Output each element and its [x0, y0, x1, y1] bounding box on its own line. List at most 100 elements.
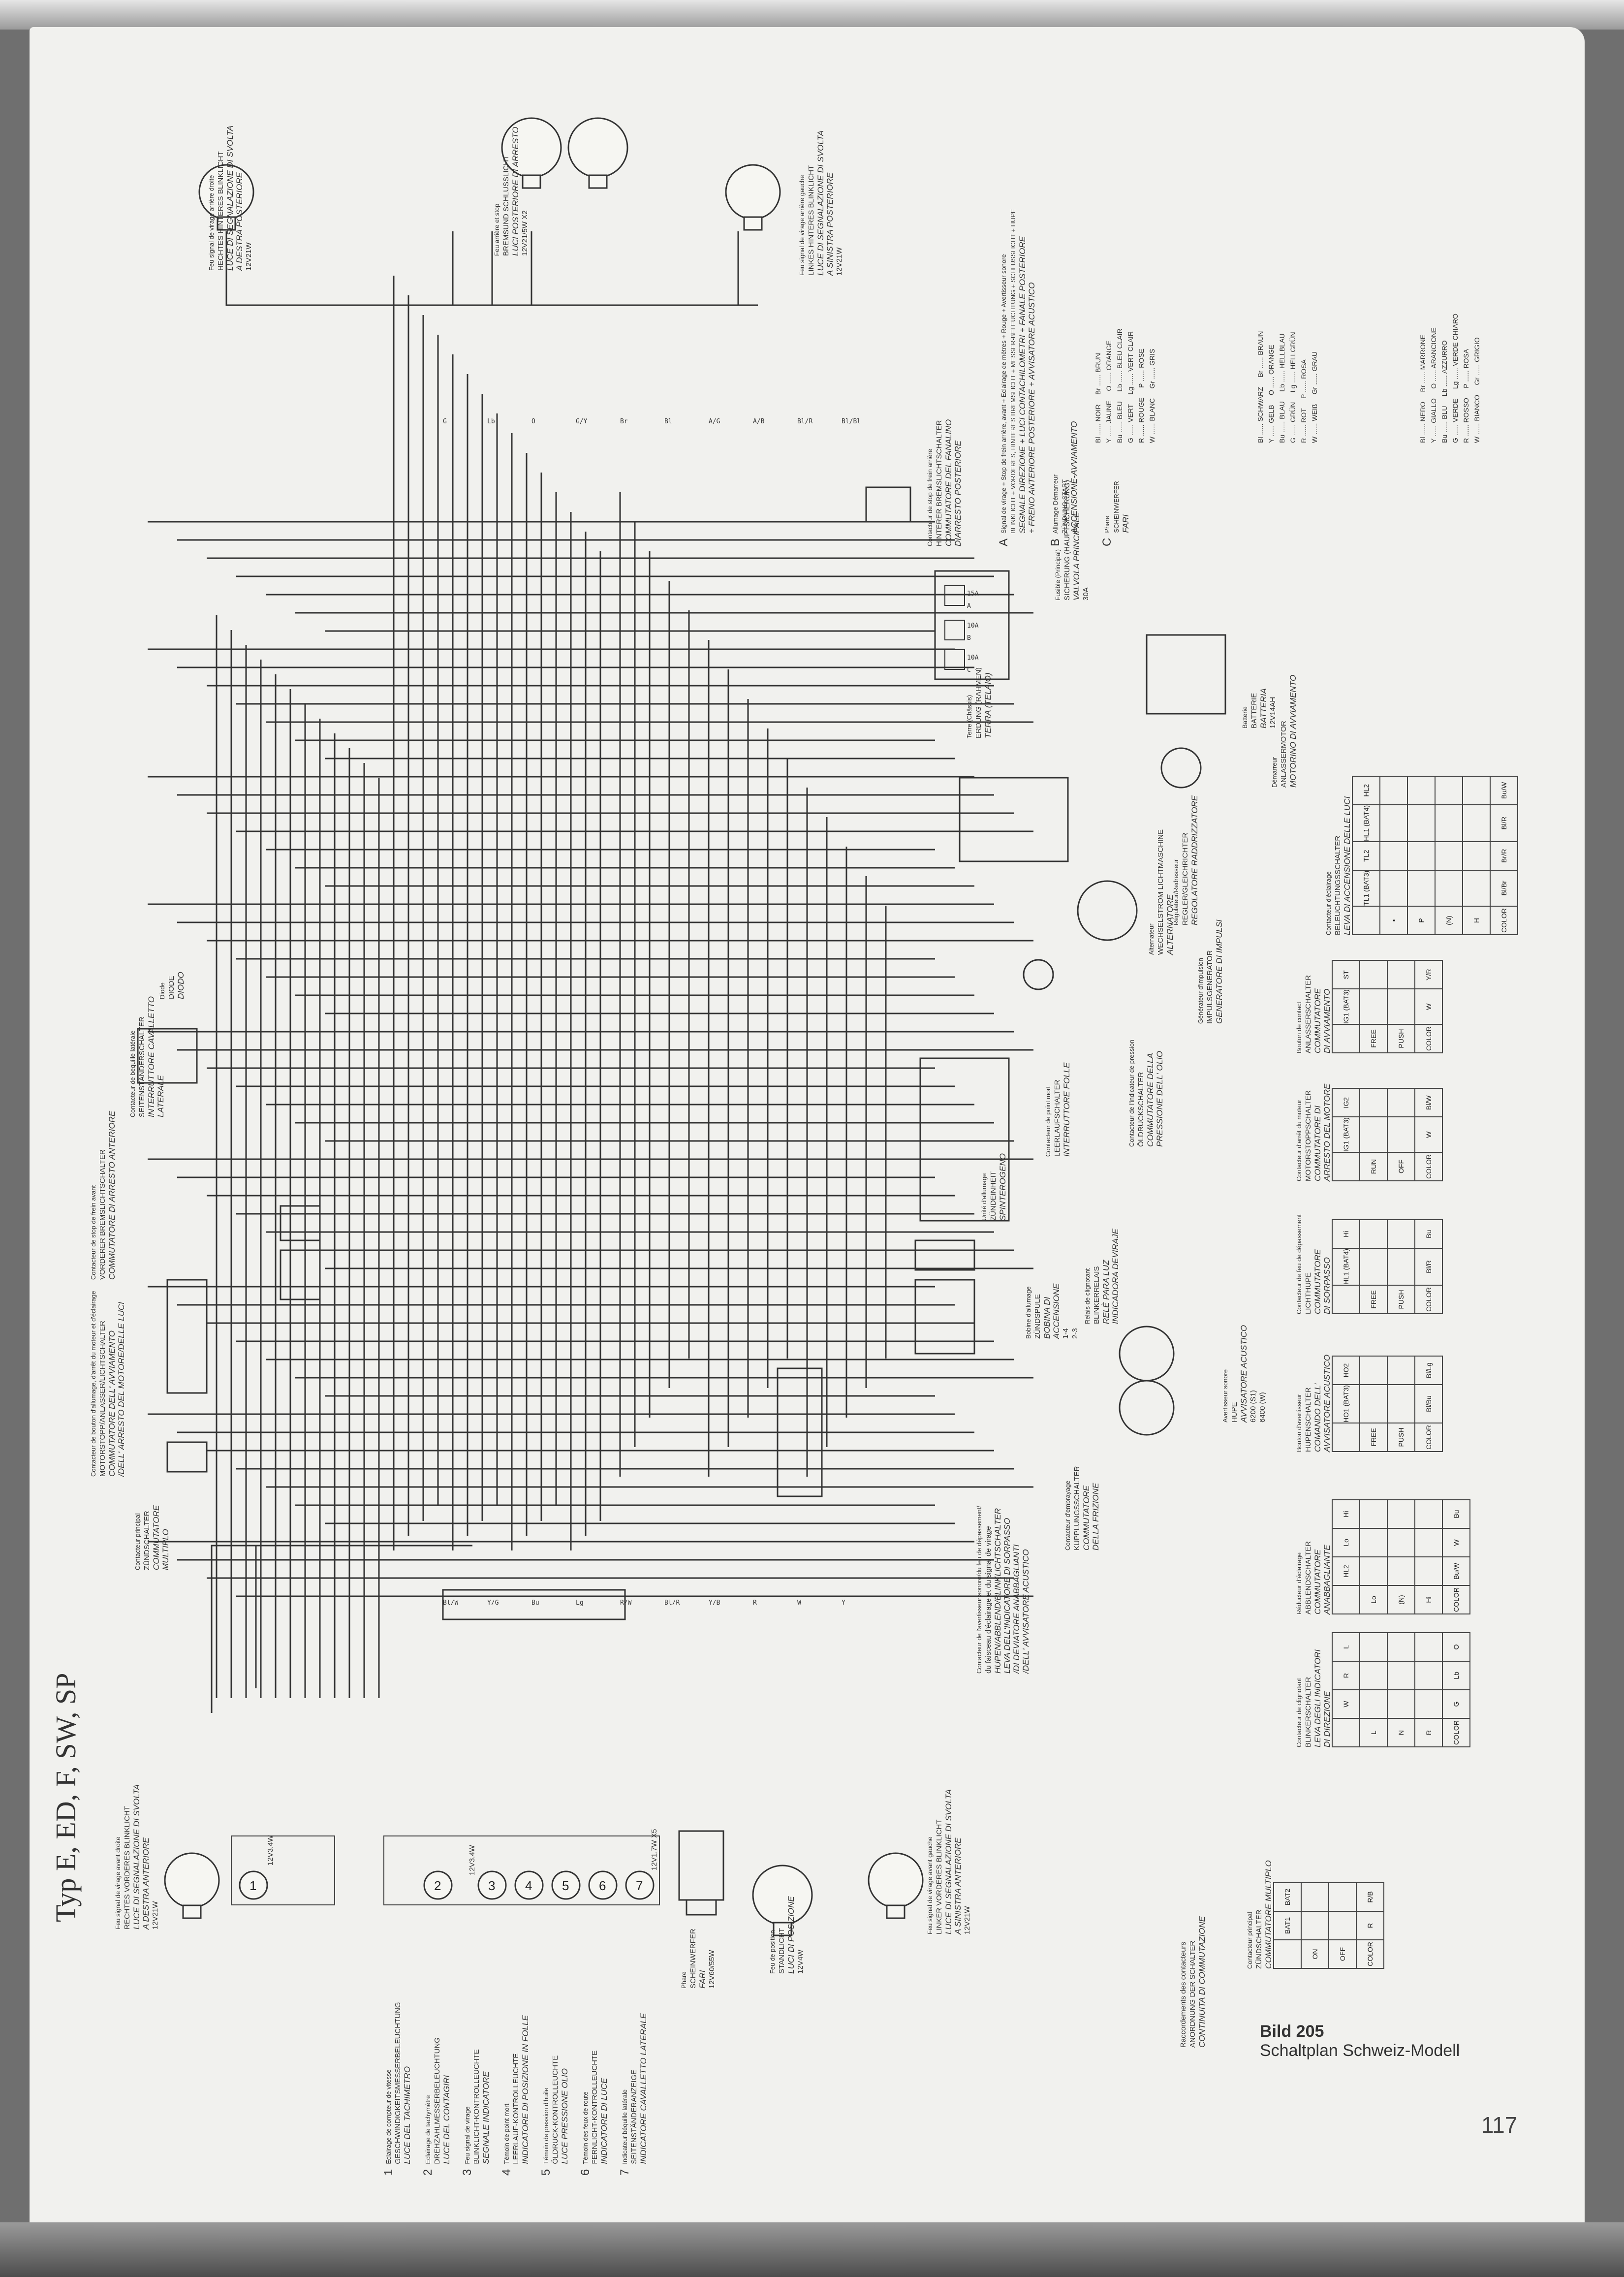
grid-header-cell: HO2: [1332, 1356, 1360, 1385]
switch-grid-row: L: [1360, 1633, 1387, 1747]
caption-line: Terre (Châssis): [966, 695, 973, 738]
bulb-rating: 12V21W: [245, 242, 253, 271]
caption-line: Contacteur d'embrayage: [1064, 1481, 1071, 1550]
front-left-turn-bulb-base: [886, 1904, 906, 1919]
legend-line: DREHZAHLMESSERBELEUCHTUNG: [433, 2037, 441, 2164]
switch-grid-row: (N): [1387, 1500, 1415, 1614]
title-line: BELEUCHTUNGSSCHALTER: [1334, 835, 1342, 935]
indicator-lamp-number: 1: [250, 1878, 256, 1893]
fuse-label: A: [967, 602, 971, 610]
title-line: COMMUTATORE MULTIPLO: [1264, 1860, 1273, 1969]
connector-legend-line: CONTINUITA DI COMMUTAZIONE: [1197, 1916, 1207, 2048]
indicator-bulb-rating: 12V3.4W: [266, 1835, 275, 1866]
grid-cell: [1415, 1528, 1442, 1557]
caption-line: INTERRUTTORE CAVALLETTO: [147, 996, 156, 1117]
title-line: ZÜNDSCHALTER: [1255, 1909, 1263, 1969]
grid-color-cell: COLOR: [1442, 1718, 1470, 1747]
front-left-turn-bulb: [868, 1852, 924, 1908]
caption-line: Feu signal de virage avant gauche: [926, 1836, 934, 1934]
page-title: Typ E, ED, F, SW, SP: [50, 1673, 82, 1922]
switch-grid-row: H: [1463, 776, 1490, 935]
figure-number: Bild 205: [1260, 2022, 1324, 2041]
caption-line: LUCE DI SEGNALAZIONE DI SVOLTA: [816, 130, 825, 276]
legend-line: Eclairage de tachymètre: [424, 2095, 432, 2164]
caption-line: FARI: [698, 1970, 707, 1989]
grid-cell: [1360, 1356, 1387, 1385]
grid-cell: [1415, 1633, 1442, 1661]
switch-grid-header: HO1 (BAT3)HO2: [1332, 1356, 1360, 1452]
wire-color-label: Bl/R: [797, 418, 812, 425]
rear-left-turn-bulb-base: [743, 216, 763, 231]
caption-line: Feu signal de virage arrière droite: [208, 175, 215, 271]
wire-color-label: G/Y: [576, 418, 588, 425]
caption-line: AVVISATORE ACUSTICO: [1239, 1325, 1249, 1423]
grid-color-cell: R: [1356, 1911, 1384, 1940]
wire-color-label: Bl: [664, 418, 672, 425]
grid-cell: [1360, 1633, 1387, 1661]
wire-color-label: R: [753, 1599, 757, 1607]
grid-row-label: FREE: [1360, 1423, 1387, 1452]
grid-row-label: H: [1463, 906, 1490, 935]
grid-color-cell: Bu/W: [1442, 1557, 1470, 1585]
wire-bundle: [148, 231, 1033, 1713]
grid-header-cell: L: [1332, 1633, 1360, 1661]
caption-line: Relais de clignotant: [1084, 1268, 1091, 1324]
grid-color-cell: W: [1442, 1528, 1470, 1557]
grid-cell: [1332, 1285, 1360, 1314]
ignition-coil: [914, 1279, 975, 1355]
brake-lamp-bulb: [567, 117, 628, 178]
grid-header-cell: W: [1332, 1690, 1360, 1718]
title-line: HUPENSCHALTER: [1304, 1387, 1312, 1452]
legend-line: INDICATORE DI LUCE: [599, 2078, 609, 2164]
caption-line: ACCENSIONE: [1052, 1283, 1061, 1339]
caption-line: COMMUTATORE: [1082, 1485, 1091, 1550]
wire-color-label: G: [443, 418, 447, 425]
harness-wire: [369, 231, 493, 306]
caption-line: Démarreur: [1271, 757, 1278, 788]
component-label: 2-3: [1071, 1328, 1079, 1339]
switch-grid-row: OFF: [1329, 1883, 1356, 1968]
legend-line: + FRENO ANTERIORE POSTERIORE + AVVISATOR…: [1027, 282, 1036, 534]
grid-color-cell: Bl/W: [1415, 1088, 1442, 1117]
grid-cell: [1407, 841, 1435, 870]
grid-cell: [1332, 1024, 1360, 1053]
grid-header-cell: TL1 (BAT3): [1352, 870, 1380, 906]
grid-color-cell: COLOR: [1415, 1152, 1442, 1181]
caption-line: COMMUTATORE DI ARRESTO ANTERIORE: [107, 1110, 117, 1280]
color-key-row: Bl ...... SCHWARZ Br ...... BRAUN: [1256, 331, 1264, 443]
caption-line: STANDLICHT: [778, 1928, 786, 1974]
grid-color-cell: Br/R: [1490, 841, 1518, 870]
caption-line: ZÜNDSCHALTER: [143, 1511, 151, 1570]
pulse-generator: [1023, 959, 1054, 990]
caption-line: Feu arrière et stop: [493, 203, 500, 256]
caption-line: LEVA DELL'INDICATORE DI SORPASSO: [1002, 1518, 1012, 1674]
horn: [1119, 1326, 1175, 1382]
legend-line: Feu signal de virage: [464, 2106, 471, 2164]
indicator-legend-number: 1: [382, 2169, 395, 2176]
caption-line: LUCI DI POSIZIONE: [786, 1896, 796, 1974]
grid-header-cell: IG2: [1332, 1088, 1360, 1117]
caption-line: Contacteur de bequille latérale: [129, 1030, 136, 1117]
grid-cell: [1360, 1661, 1387, 1690]
title-line: ANLASSERSCHALTER: [1304, 975, 1312, 1053]
grid-color-cell: COLOR: [1356, 1940, 1384, 1968]
caption-line: KUPPLUNGSSCHALTER: [1073, 1466, 1081, 1550]
diode: [137, 1028, 198, 1084]
legend-line: ÖLDRUCK-KONTROLLEUCHTE: [551, 2055, 560, 2164]
grid-cell: [1387, 1661, 1415, 1690]
